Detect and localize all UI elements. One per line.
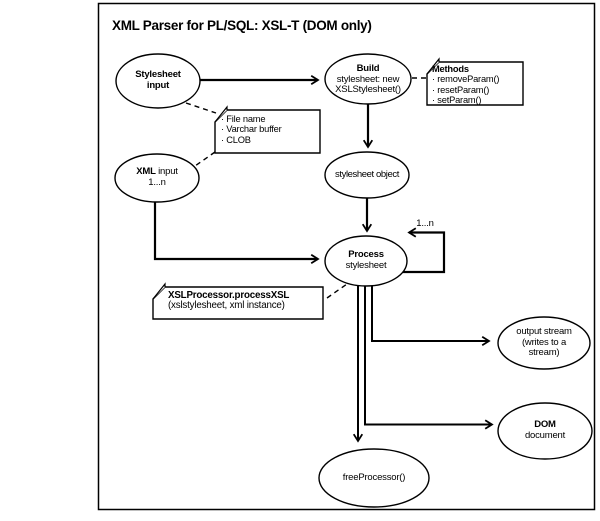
loop-multiplicity-label: 1...n bbox=[416, 218, 434, 229]
sources-item-3: · CLOB bbox=[221, 134, 251, 145]
node-free-processor bbox=[318, 448, 430, 508]
node-process-stylesheet bbox=[324, 235, 408, 287]
dom-document-line1: DOM bbox=[534, 419, 556, 430]
stylesheet-input-line1: Stylesheet bbox=[135, 69, 181, 80]
edge-process-to-dom-document bbox=[364, 285, 494, 430]
edge-xml-input-to-process bbox=[153, 202, 320, 265]
xml-input-line1-rest: input bbox=[158, 166, 178, 177]
stylesheet-object-label: stylesheet object bbox=[335, 169, 399, 180]
process-call-line2: (xslstylesheet, xml instance) bbox=[168, 300, 285, 312]
xml-input-line2: 1...n bbox=[148, 176, 166, 188]
diagram-frame bbox=[97, 2, 596, 511]
build-line3: XSLStylesheet() bbox=[335, 84, 401, 95]
build-stylesheet-label: Build stylesheet: new XSLStylesheet() bbox=[325, 63, 411, 96]
node-dom-document bbox=[497, 402, 593, 460]
dom-document-label: DOM document bbox=[498, 419, 592, 441]
output-stream-line1: output stream bbox=[516, 326, 572, 337]
free-processor-label: freeProcessor() bbox=[342, 472, 406, 483]
xml-input-label: XML input 1...n bbox=[115, 166, 199, 188]
process-stylesheet-label: Process stylesheet bbox=[325, 249, 407, 271]
dashed-stylesheet-input-to-sources-note bbox=[185, 102, 217, 114]
methods-note-text: Methods · removeParam() · resetParam() ·… bbox=[432, 64, 499, 106]
methods-item-3: · setParam() bbox=[432, 95, 482, 106]
stylesheet-input-label: Stylesheet input bbox=[116, 69, 200, 91]
node-stylesheet-object bbox=[324, 151, 410, 199]
node-build-stylesheet bbox=[324, 53, 412, 105]
sources-item-1: · File name bbox=[221, 114, 266, 124]
note-process-call-fold bbox=[152, 282, 166, 300]
build-line1: Build bbox=[356, 63, 380, 74]
xml-input-line1: XML input bbox=[115, 166, 199, 178]
dashed-sources-note-to-xml-input bbox=[194, 151, 216, 167]
process-line1: Process bbox=[348, 249, 384, 260]
edge-process-to-output-stream bbox=[371, 284, 491, 347]
stylesheet-sources-note-text: · File name · Varchar buffer · CLOB bbox=[221, 114, 282, 145]
note-methods-fold bbox=[426, 57, 440, 75]
process-call-line1: XSLProcessor.processXSL bbox=[168, 290, 290, 301]
node-output-stream bbox=[497, 316, 591, 370]
dashed-process-call-note-to-process bbox=[326, 283, 348, 299]
output-stream-label: output stream (writes to a stream) bbox=[498, 326, 590, 359]
note-stylesheet-sources-fold bbox=[214, 105, 228, 123]
process-line2: stylesheet bbox=[345, 259, 387, 271]
build-line2: stylesheet: new bbox=[336, 73, 400, 85]
dom-document-line2: document bbox=[524, 429, 566, 441]
node-xml-input bbox=[114, 153, 200, 203]
methods-title: Methods bbox=[432, 64, 469, 74]
xml-input-line1-bold: XML bbox=[136, 166, 156, 177]
node-stylesheet-input bbox=[115, 53, 201, 109]
output-stream-line3: stream) bbox=[528, 347, 560, 358]
edge-process-self-loop bbox=[403, 227, 446, 274]
methods-item-1: · removeParam() bbox=[432, 74, 500, 85]
methods-item-2: · resetParam() bbox=[432, 84, 490, 95]
sources-item-2: · Varchar buffer bbox=[221, 124, 282, 135]
process-call-note-text: XSLProcessor.processXSL (xslstylesheet, … bbox=[168, 290, 290, 312]
stylesheet-input-line2: input bbox=[146, 79, 170, 91]
output-stream-line2: (writes to a bbox=[521, 336, 567, 348]
page-title: XML Parser for PL/SQL: XSL-T (DOM only) bbox=[112, 18, 372, 33]
